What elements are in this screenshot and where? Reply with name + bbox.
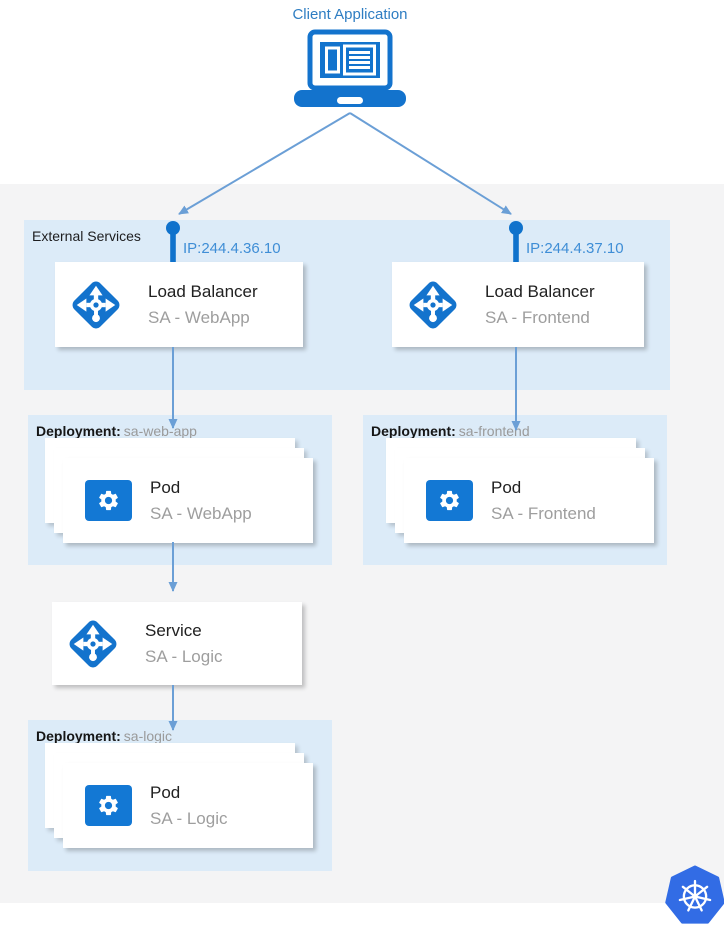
client-application-label: Client Application [292,6,408,23]
card-title: Load Balancer [148,281,258,301]
card-subtitle: SA - Logic [145,646,223,666]
card-subtitle: SA - Logic [150,808,228,828]
card-subtitle: SA - WebApp [150,503,252,523]
card-subtitle: SA - Frontend [485,307,590,327]
pod-card-sa-logic: Pod SA - Logic [63,763,313,848]
card-subtitle: SA - WebApp [148,307,250,327]
deployment-label: Deployment:sa-logic [36,728,173,744]
service-card-sa-logic: Service SA - Logic [52,602,302,685]
kubernetes-helm-icon [664,865,724,927]
pod-card-sa-web-app: Pod SA - WebApp [63,458,313,543]
card-title: Pod [491,477,522,497]
load-balancer-icon [72,281,120,328]
load-balancer-icon [409,281,457,328]
load-balancer-card-frontend: Load Balancer SA - Frontend [392,262,644,347]
deployment-label: Deployment:sa-web-app [36,423,197,439]
gear-icon [85,785,132,826]
load-balancer-icon [69,620,117,667]
external-services-label: External Services [32,228,141,244]
card-subtitle: SA - Frontend [491,503,596,523]
gear-icon [85,480,132,521]
load-balancer-card-webapp: Load Balancer SA - WebApp [55,262,303,347]
deployment-label: Deployment:sa-frontend [371,423,530,439]
card-title: Service [145,620,202,640]
card-title: Load Balancer [485,281,595,301]
card-title: Pod [150,782,181,802]
pod-card-sa-frontend: Pod SA - Frontend [404,458,654,543]
card-title: Pod [150,477,181,497]
laptop-icon [294,29,406,109]
load-balancer-ip-2: IP:244.4.37.10 [526,240,624,257]
gear-icon [426,480,473,521]
load-balancer-ip-1: IP:244.4.36.10 [183,240,281,257]
